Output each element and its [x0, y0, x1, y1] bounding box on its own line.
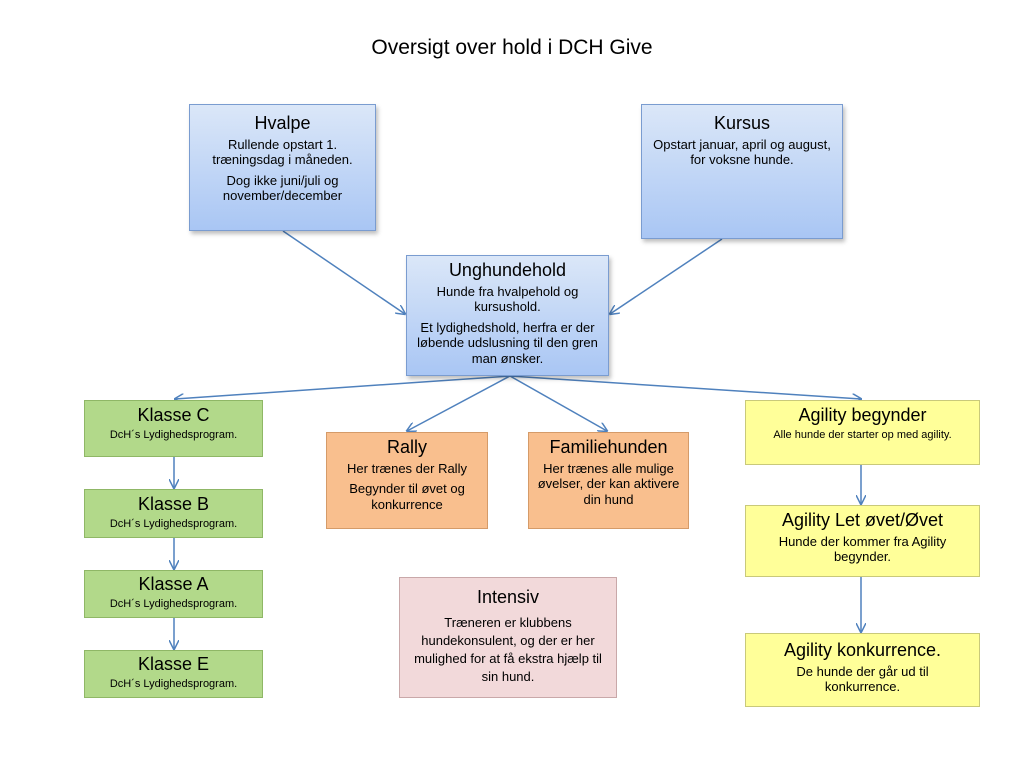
rally-text-1: Her trænes der Rally: [347, 460, 467, 476]
agility-begynder-box: Agility begynder Alle hunde der starter …: [745, 400, 980, 465]
arrow-unghundehold-to-agility-begynder: [509, 375, 861, 399]
intensiv-text-1: Træneren er klubbens hundekonsulent, og …: [414, 614, 602, 685]
klasse-e-box: Klasse E DcH´s Lydighedsprogram.: [84, 650, 263, 698]
hvalpe-text-2: Dog ikke juni/juli og november/december: [222, 172, 343, 204]
arrow-hvalpe-to-unghundehold: [282, 230, 405, 314]
klasse-c-text: DcH´s Lydighedsprogram.: [109, 428, 238, 441]
unghundehold-text-1: Hunde fra hvalpehold og kursushold.: [436, 283, 579, 315]
familiehunden-text-1: Her trænes alle mulige øvelser, der kan …: [537, 460, 680, 507]
agility-konkurrence-text: De hunde der går ud til konkurrence.: [796, 663, 929, 695]
klasse-e-heading: Klasse E: [137, 654, 210, 674]
klasse-a-text: DcH´s Lydighedsprogram.: [109, 597, 238, 610]
hvalpe-box: Hvalpe Rullende opstart 1. træningsdag i…: [189, 104, 376, 231]
unghundehold-box: Unghundehold Hunde fra hvalpehold og kur…: [406, 255, 609, 376]
klasse-c-box: Klasse C DcH´s Lydighedsprogram.: [84, 400, 263, 457]
agility-let-ovet-text: Hunde der kommer fra Agility begynder.: [778, 533, 947, 565]
klasse-b-heading: Klasse B: [137, 494, 210, 514]
agility-let-ovet-heading: Agility Let øvet/Øvet: [781, 510, 944, 530]
hvalpe-heading: Hvalpe: [254, 113, 311, 133]
klasse-a-heading: Klasse A: [138, 574, 209, 594]
arrow-unghundehold-to-klasse-c: [175, 375, 511, 399]
arrow-unghundehold-to-rally: [407, 375, 511, 431]
klasse-b-box: Klasse B DcH´s Lydighedsprogram.: [84, 489, 263, 538]
arrow-kursus-to-unghundehold: [610, 238, 723, 314]
intensiv-heading: Intensiv: [476, 587, 540, 607]
klasse-b-text: DcH´s Lydighedsprogram.: [109, 517, 238, 530]
agility-konkurrence-box: Agility konkurrence. De hunde der går ud…: [745, 633, 980, 707]
klasse-c-heading: Klasse C: [137, 405, 210, 425]
arrow-unghundehold-to-familiehunden: [509, 375, 607, 431]
agility-begynder-text: Alle hunde der starter op med agility.: [773, 428, 952, 441]
rally-text-2: Begynder til øvet og konkurrence: [349, 481, 465, 512]
diagram-title: Oversigt over hold i DCH Give: [371, 36, 653, 59]
rally-box: Rally Her trænes der Rally Begynder til …: [326, 432, 488, 529]
klasse-a-box: Klasse A DcH´s Lydighedsprogram.: [84, 570, 263, 618]
hvalpe-text-1: Rullende opstart 1. træningsdag i månede…: [212, 136, 353, 168]
intensiv-box: Intensiv Træneren er klubbens hundekonsu…: [399, 577, 617, 698]
kursus-box: Kursus Opstart januar, april og august, …: [641, 104, 843, 239]
agility-begynder-heading: Agility begynder: [798, 405, 927, 425]
kursus-text-1: Opstart januar, april og august, for vok…: [653, 136, 831, 168]
agility-let-ovet-box: Agility Let øvet/Øvet Hunde der kommer f…: [745, 505, 980, 577]
familiehunden-heading: Familiehunden: [549, 437, 668, 457]
kursus-heading: Kursus: [713, 113, 771, 133]
unghundehold-heading: Unghundehold: [448, 260, 567, 280]
rally-heading: Rally: [386, 437, 427, 457]
agility-konkurrence-heading: Agility konkurrence.: [783, 640, 942, 660]
klasse-e-text: DcH´s Lydighedsprogram.: [109, 677, 238, 690]
unghundehold-text-2: Et lydighedshold, herfra er der løbende …: [417, 319, 598, 366]
familiehunden-box: Familiehunden Her trænes alle mulige øve…: [528, 432, 689, 529]
